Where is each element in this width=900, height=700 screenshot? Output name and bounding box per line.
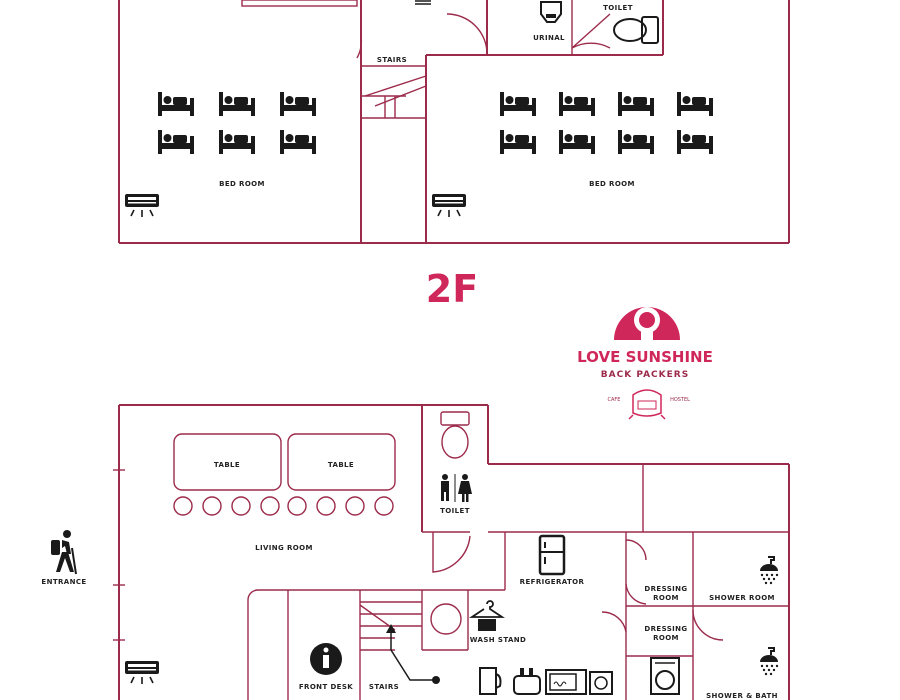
toilet-icon	[613, 16, 659, 44]
lower-door-arcs	[432, 532, 724, 641]
wash-basin-icon	[430, 603, 462, 635]
upper-stairs	[356, 0, 431, 119]
wash-stand-label: WASH STAND	[470, 636, 527, 644]
toaster-icon	[513, 668, 541, 695]
air-conditioner-icon	[124, 193, 160, 218]
brand-cafe: CAFE	[608, 397, 621, 403]
info-icon	[310, 643, 342, 675]
floor-label: 2F	[426, 267, 478, 311]
refrigerator-label: REFRIGERATOR	[520, 578, 585, 586]
living-room-label: LIVING ROOM	[255, 544, 313, 552]
bed-room-label-left: BED ROOM	[219, 180, 265, 188]
brand-logo	[614, 288, 680, 340]
table-label-2: TABLE	[328, 461, 354, 469]
brand-hostel: HOSTEL	[670, 397, 690, 403]
table-label-1: TABLE	[214, 461, 240, 469]
hanger-icon	[469, 600, 505, 631]
dressing-room-2-label-a: DRESSING	[644, 625, 687, 633]
dressing-room-1-label-a: DRESSING	[644, 585, 687, 593]
air-conditioner-icon	[431, 193, 467, 218]
brand-name: LOVE SUNSHINE	[577, 348, 713, 366]
table-1	[173, 433, 282, 491]
microwave-icon	[545, 669, 587, 695]
lower-stairs-label: STAIRS	[369, 683, 399, 691]
table-2	[287, 433, 396, 491]
shower-bath-label: SHOWER & BATH	[706, 692, 778, 700]
front-desk-label: FRONT DESK	[299, 683, 353, 691]
urinal-label: URINAL	[533, 34, 565, 42]
stove-icon	[589, 671, 613, 695]
urinal-icon	[540, 1, 562, 23]
upper-stairs-label: STAIRS	[377, 56, 407, 64]
upper-door-arc	[446, 13, 611, 55]
bed-icons-left	[158, 92, 316, 154]
kettle-icon	[479, 667, 502, 695]
dressing-room-2-label-b: ROOM	[653, 634, 679, 642]
bed-icons-right	[500, 92, 713, 154]
shower-room-label: SHOWER ROOM	[709, 594, 775, 602]
air-conditioner-icon	[124, 660, 160, 685]
entrance-label: ENTRANCE	[41, 578, 86, 586]
toilet-fixture	[440, 411, 470, 459]
stools	[173, 496, 394, 516]
lower-floor-walls	[113, 404, 790, 700]
bed-room-label-right: BED ROOM	[589, 180, 635, 188]
upper-toilet-label: TOILET	[603, 4, 633, 12]
refrigerator-icon	[538, 534, 566, 576]
washing-machine-icon	[650, 657, 680, 695]
shower-icon	[759, 556, 780, 586]
backpack-icon	[628, 389, 666, 420]
restroom-icon	[441, 474, 472, 502]
hiker-icon	[51, 530, 77, 575]
brand-subtitle: BACK PACKERS	[601, 370, 689, 380]
shower-icon	[759, 647, 780, 677]
lower-stairs	[359, 601, 440, 684]
dressing-room-1-label-b: ROOM	[653, 594, 679, 602]
lower-toilet-label: TOILET	[440, 507, 470, 515]
